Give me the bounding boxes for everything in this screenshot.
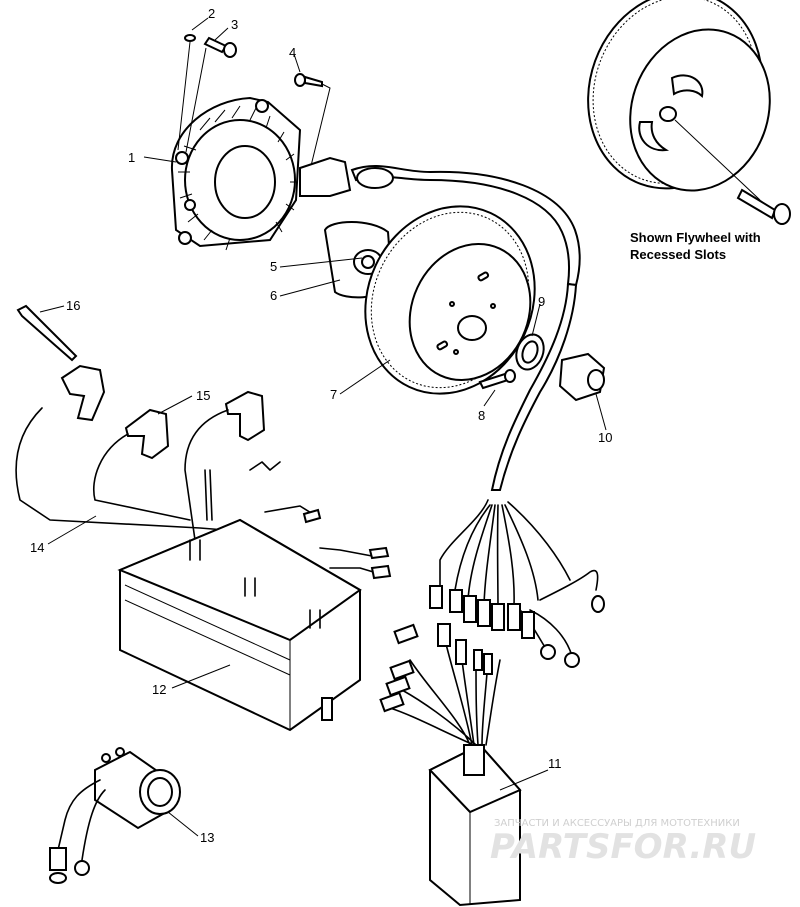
ignition-wires: [15, 407, 251, 541]
starter-solenoid: [49, 747, 181, 884]
callout-5: 5: [270, 259, 277, 274]
regulator: [428, 743, 522, 907]
callout-11: 11: [548, 756, 562, 771]
callout-14: 14: [30, 540, 44, 555]
callout-2: 2: [208, 6, 215, 21]
bolt-8: [478, 369, 516, 390]
callout-13: 13: [200, 830, 214, 845]
washer-and-screw: [177, 34, 237, 153]
callout-7: 7: [330, 387, 337, 402]
callout-16: 16: [66, 298, 80, 313]
callout-9: 9: [538, 294, 545, 309]
callout-labels: 1 2 3 4 5 6 7 8 9 10 11 12 13 14 15 16: [30, 6, 612, 845]
flywheel: [364, 205, 536, 395]
callout-1: 1: [128, 150, 135, 165]
callout-8: 8: [478, 408, 485, 423]
screw-4: [294, 73, 331, 171]
watermark-tagline: ЗАПЧАСТИ И АКСЕССУАРЫ ДЛЯ МОТОТЕХНИКИ: [494, 818, 740, 829]
nut-10: [558, 352, 606, 402]
leader-lines: [39, 17, 607, 837]
flywheel-caption-line1: Shown Flywheel with: [630, 230, 761, 245]
callout-3: 3: [231, 17, 238, 32]
watermark-logo: PARTSFOR.RU: [490, 827, 756, 867]
callout-12: 12: [152, 682, 166, 697]
callout-10: 10: [598, 430, 612, 445]
cdi-module: [117, 461, 392, 732]
seal-9: [515, 333, 545, 371]
regulator-connectors: [379, 623, 501, 746]
flywheel-caption-line2: Recessed Slots: [630, 247, 726, 262]
stator-assembly: [170, 96, 302, 251]
callout-4: 4: [289, 45, 296, 60]
main-wire-harness: [429, 282, 605, 668]
callout-6: 6: [270, 288, 277, 303]
callout-15: 15: [196, 388, 210, 403]
spark-plug-caps: [16, 304, 266, 460]
flywheel-recessed-slots: [587, 0, 791, 225]
